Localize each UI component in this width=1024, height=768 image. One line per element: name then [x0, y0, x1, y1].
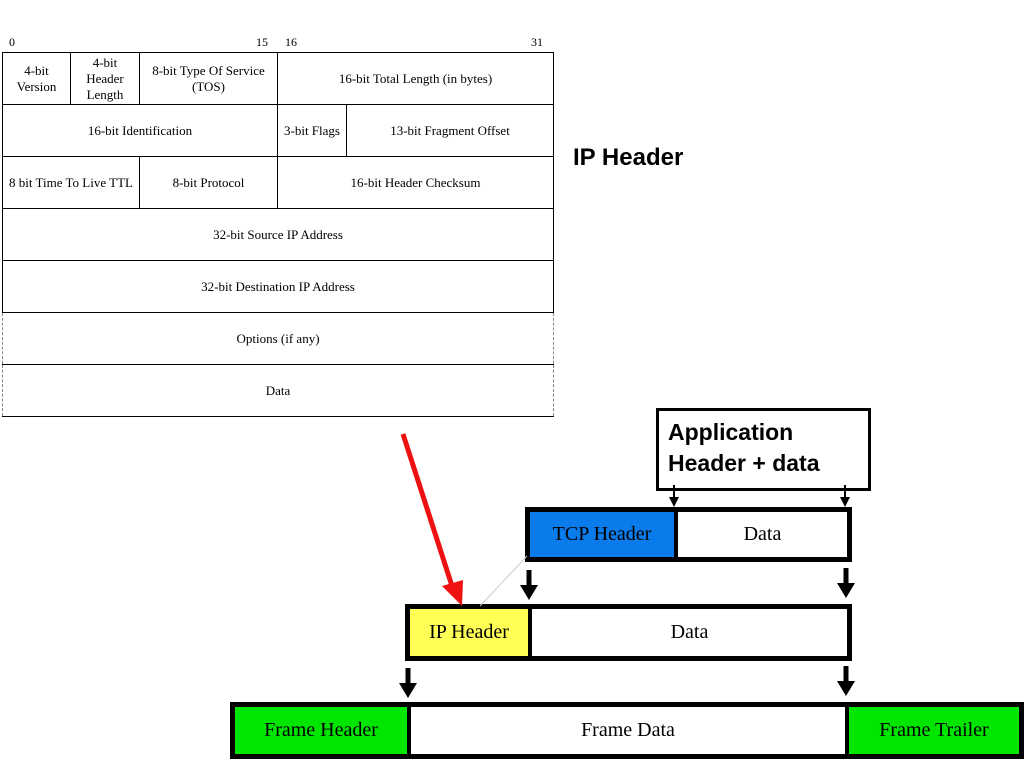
application-label-line2: Header + data — [668, 450, 820, 476]
ip-header-block: IP Header — [410, 609, 528, 656]
down-arrow-icon — [669, 485, 679, 507]
ip-row-1: 4-bit Version 4-bit Header Length 8-bit … — [2, 52, 555, 105]
ip-packet: IP Header Data — [405, 604, 852, 661]
connector-line — [479, 555, 528, 607]
ip-data-block: Data — [532, 609, 847, 656]
tcp-header-block: TCP Header — [530, 512, 674, 557]
field-ttl: 8 bit Time To Live TTL — [2, 156, 140, 209]
bit-0-label: 0 — [9, 35, 15, 49]
field-identification: 16-bit Identification — [2, 104, 278, 157]
field-options: Options (if any) — [1, 312, 555, 365]
field-data: Data — [1, 364, 555, 417]
ip-row-4: 32-bit Source IP Address — [1, 208, 555, 261]
bit-31-label: 31 — [531, 35, 543, 49]
down-arrow-icon — [520, 570, 538, 600]
ip-row-2: 16-bit Identification 3-bit Flags 13-bit… — [2, 104, 555, 157]
frame-trailer-block: Frame Trailer — [849, 707, 1019, 754]
ip-row-3: 8 bit Time To Live TTL 8-bit Protocol 16… — [2, 156, 555, 209]
down-arrow-icon — [840, 485, 850, 507]
application-box: Application Header + data — [656, 408, 871, 491]
bit-16-label: 16 — [285, 35, 297, 49]
ip-header-table: 4-bit Version 4-bit Header Length 8-bit … — [1, 52, 555, 417]
field-destination-ip: 32-bit Destination IP Address — [1, 260, 555, 313]
pointer-arrow-icon — [400, 433, 463, 606]
field-flags: 3-bit Flags — [277, 104, 347, 157]
ip-row-7: Data — [1, 364, 555, 417]
field-source-ip: 32-bit Source IP Address — [1, 208, 555, 261]
down-arrow-icon — [837, 666, 855, 696]
ip-row-5: 32-bit Destination IP Address — [1, 260, 555, 313]
application-label-line1: Application — [668, 419, 794, 445]
down-arrow-icon — [399, 668, 417, 698]
field-version: 4-bit Version — [2, 52, 71, 105]
frame-data-block: Frame Data — [411, 707, 845, 754]
field-total-length: 16-bit Total Length (in bytes) — [276, 52, 555, 105]
field-fragment-offset: 13-bit Fragment Offset — [345, 104, 555, 157]
down-arrow-icon — [837, 568, 855, 598]
ip-row-6: Options (if any) — [1, 312, 555, 365]
frame: Frame Header Frame Data Frame Trailer — [230, 702, 1024, 759]
ip-header-title: IP Header — [573, 144, 684, 171]
field-protocol: 8-bit Protocol — [139, 156, 278, 209]
field-checksum: 16-bit Header Checksum — [276, 156, 555, 209]
tcp-data-block: Data — [678, 512, 847, 557]
tcp-segment: TCP Header Data — [525, 507, 852, 562]
bit-15-label: 15 — [256, 35, 268, 49]
frame-header-block: Frame Header — [235, 707, 407, 754]
